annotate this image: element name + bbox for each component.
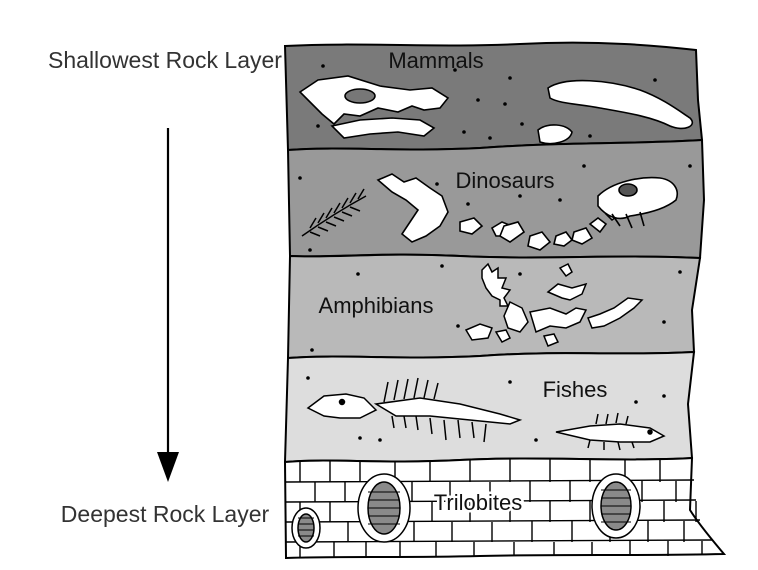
layer-dinosaurs: Dinosaurs: [286, 138, 706, 260]
layer-label-dinosaurs: Dinosaurs: [455, 168, 554, 193]
mammal-skull-fossil: [298, 75, 450, 139]
layer-label-amphibians: Amphibians: [319, 293, 434, 318]
dinosaur-skeleton-fossil: [376, 173, 678, 251]
depth-arrow: [157, 128, 179, 482]
shallowest-layer-label: Shallowest Rock Layer: [48, 47, 282, 73]
layer-label-trilobites: Trilobites: [434, 490, 522, 515]
layer-mammals: Mammals: [283, 41, 704, 152]
mammal-bone-fossils: [537, 79, 694, 145]
deepest-layer-label: Deepest Rock Layer: [60, 501, 270, 527]
amphibian-layer-speckles: [310, 264, 682, 352]
small-fish-fossil: [555, 412, 666, 451]
layer-trilobites: Trilobites: [283, 456, 727, 560]
mammal-layer-speckles: [316, 64, 657, 140]
trilobite-fossils: [291, 473, 641, 549]
large-fish-fossil: [306, 377, 523, 443]
fish-layer-speckles: [306, 376, 666, 442]
fern-fossil: [301, 188, 367, 237]
dinosaur-layer-speckles: [298, 164, 692, 252]
layer-fishes: Fishes: [283, 350, 696, 464]
amphibian-skeleton-fossil: [464, 262, 644, 347]
layer-label-fishes: Fishes: [543, 377, 608, 402]
layer-label-mammals: Mammals: [388, 48, 483, 73]
layer-amphibians: Amphibians: [286, 253, 702, 360]
brick-pattern: [285, 458, 713, 557]
